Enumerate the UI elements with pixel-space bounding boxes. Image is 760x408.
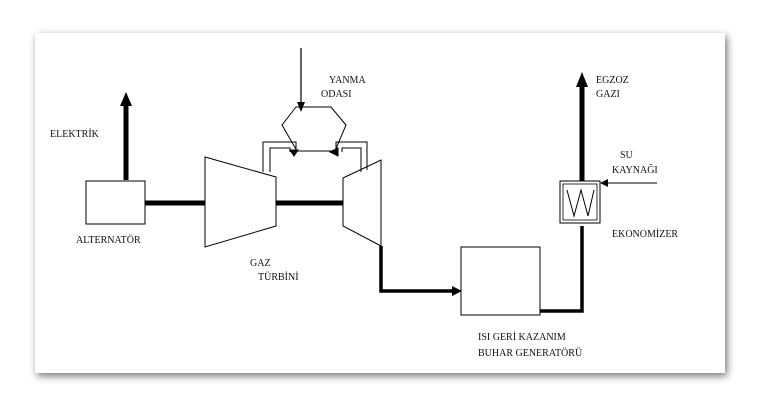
electricity-arrow bbox=[120, 92, 132, 180]
economizer bbox=[559, 180, 601, 224]
water-supply-arrow bbox=[600, 179, 657, 187]
label-ekonomizer: EKONOMİZER bbox=[612, 228, 678, 240]
label-elektrik: ELEKTRİK bbox=[50, 128, 100, 140]
label-odasi: ODASI bbox=[321, 89, 352, 100]
compressor bbox=[204, 156, 277, 248]
hrsg-box bbox=[460, 246, 541, 316]
label-gaz: GAZ bbox=[250, 258, 271, 269]
exhaust-duct bbox=[379, 246, 462, 296]
label-egzoz: EGZOZ bbox=[596, 75, 629, 86]
hrsg-to-economizer-duct bbox=[540, 226, 584, 313]
label-su: SU bbox=[620, 150, 634, 161]
fuel-inlet-arrow bbox=[297, 48, 305, 112]
exhaust-gas-arrow bbox=[576, 72, 588, 181]
hot-gas-duct bbox=[328, 141, 368, 172]
label-yanma: YANMA bbox=[329, 75, 366, 86]
label-alternator: ALTERNATÖR bbox=[76, 234, 141, 246]
label-kaynagi: KAYNAĞI bbox=[612, 164, 658, 176]
alternator-box bbox=[85, 180, 146, 225]
label-isi-geri: ISI GERİ KAZANIM bbox=[478, 331, 566, 343]
label-buhar-generatoru: BUHAR GENERATÖRÜ bbox=[478, 347, 583, 359]
label-gazi: GAZI bbox=[596, 89, 620, 100]
label-turbini: TÜRBİNİ bbox=[258, 271, 299, 283]
compressed-air-duct bbox=[262, 141, 299, 172]
